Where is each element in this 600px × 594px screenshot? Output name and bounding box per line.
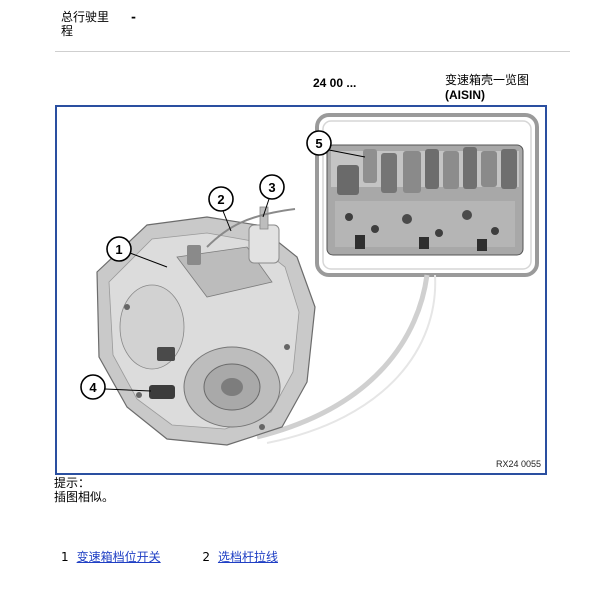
callout-3: 3 — [259, 174, 285, 200]
svg-text:1: 1 — [115, 242, 122, 257]
link-selector-cable[interactable]: 选档杆拉线 — [217, 550, 278, 564]
link-number-1: 1 — [61, 550, 69, 564]
transmission-housing — [96, 216, 316, 446]
svg-text:4: 4 — [89, 380, 97, 395]
note-label: 提示： — [54, 476, 91, 490]
inset-frame-inner — [322, 120, 532, 270]
mileage-value: - — [131, 10, 136, 24]
link-gear-position-switch[interactable]: 变速箱档位开关 — [76, 550, 161, 564]
document-title-sub: (AISIN) — [445, 88, 485, 102]
callout-leaders — [104, 149, 366, 392]
oil-cooler-part — [248, 224, 280, 264]
link-number-2: 2 — [202, 550, 210, 564]
callout-1: 1 — [106, 236, 132, 262]
svg-text:5: 5 — [315, 136, 322, 151]
svg-text:2: 2 — [217, 192, 224, 207]
transmission-figure: 1 2 3 4 5 RX24 0055 — [55, 105, 547, 475]
document-code: 24 00 ... — [313, 76, 357, 90]
inset-connector-left — [256, 274, 430, 440]
callout-2: 2 — [208, 186, 234, 212]
svg-text:3: 3 — [268, 180, 275, 195]
related-links: 1 变速箱档位开关 2 选档杆拉线 — [61, 550, 278, 565]
note-text: 插图相似。 — [54, 490, 115, 504]
document-title-main: 变速箱壳一览图 — [445, 73, 530, 87]
valve-body — [326, 144, 524, 256]
transmission-illustration: 1 2 3 4 5 RX24 0055 — [80, 113, 541, 469]
selector-cable — [206, 208, 296, 248]
document-title: 变速箱壳一览图 (AISIN) — [445, 73, 529, 103]
header-divider — [55, 51, 570, 52]
figure-ref-code: RX24 0055 — [496, 459, 541, 469]
callout-4: 4 — [80, 374, 106, 400]
inset-connector-right — [266, 274, 437, 444]
callout-5: 5 — [306, 130, 332, 156]
mileage-label: 总行驶里程 — [61, 10, 110, 38]
